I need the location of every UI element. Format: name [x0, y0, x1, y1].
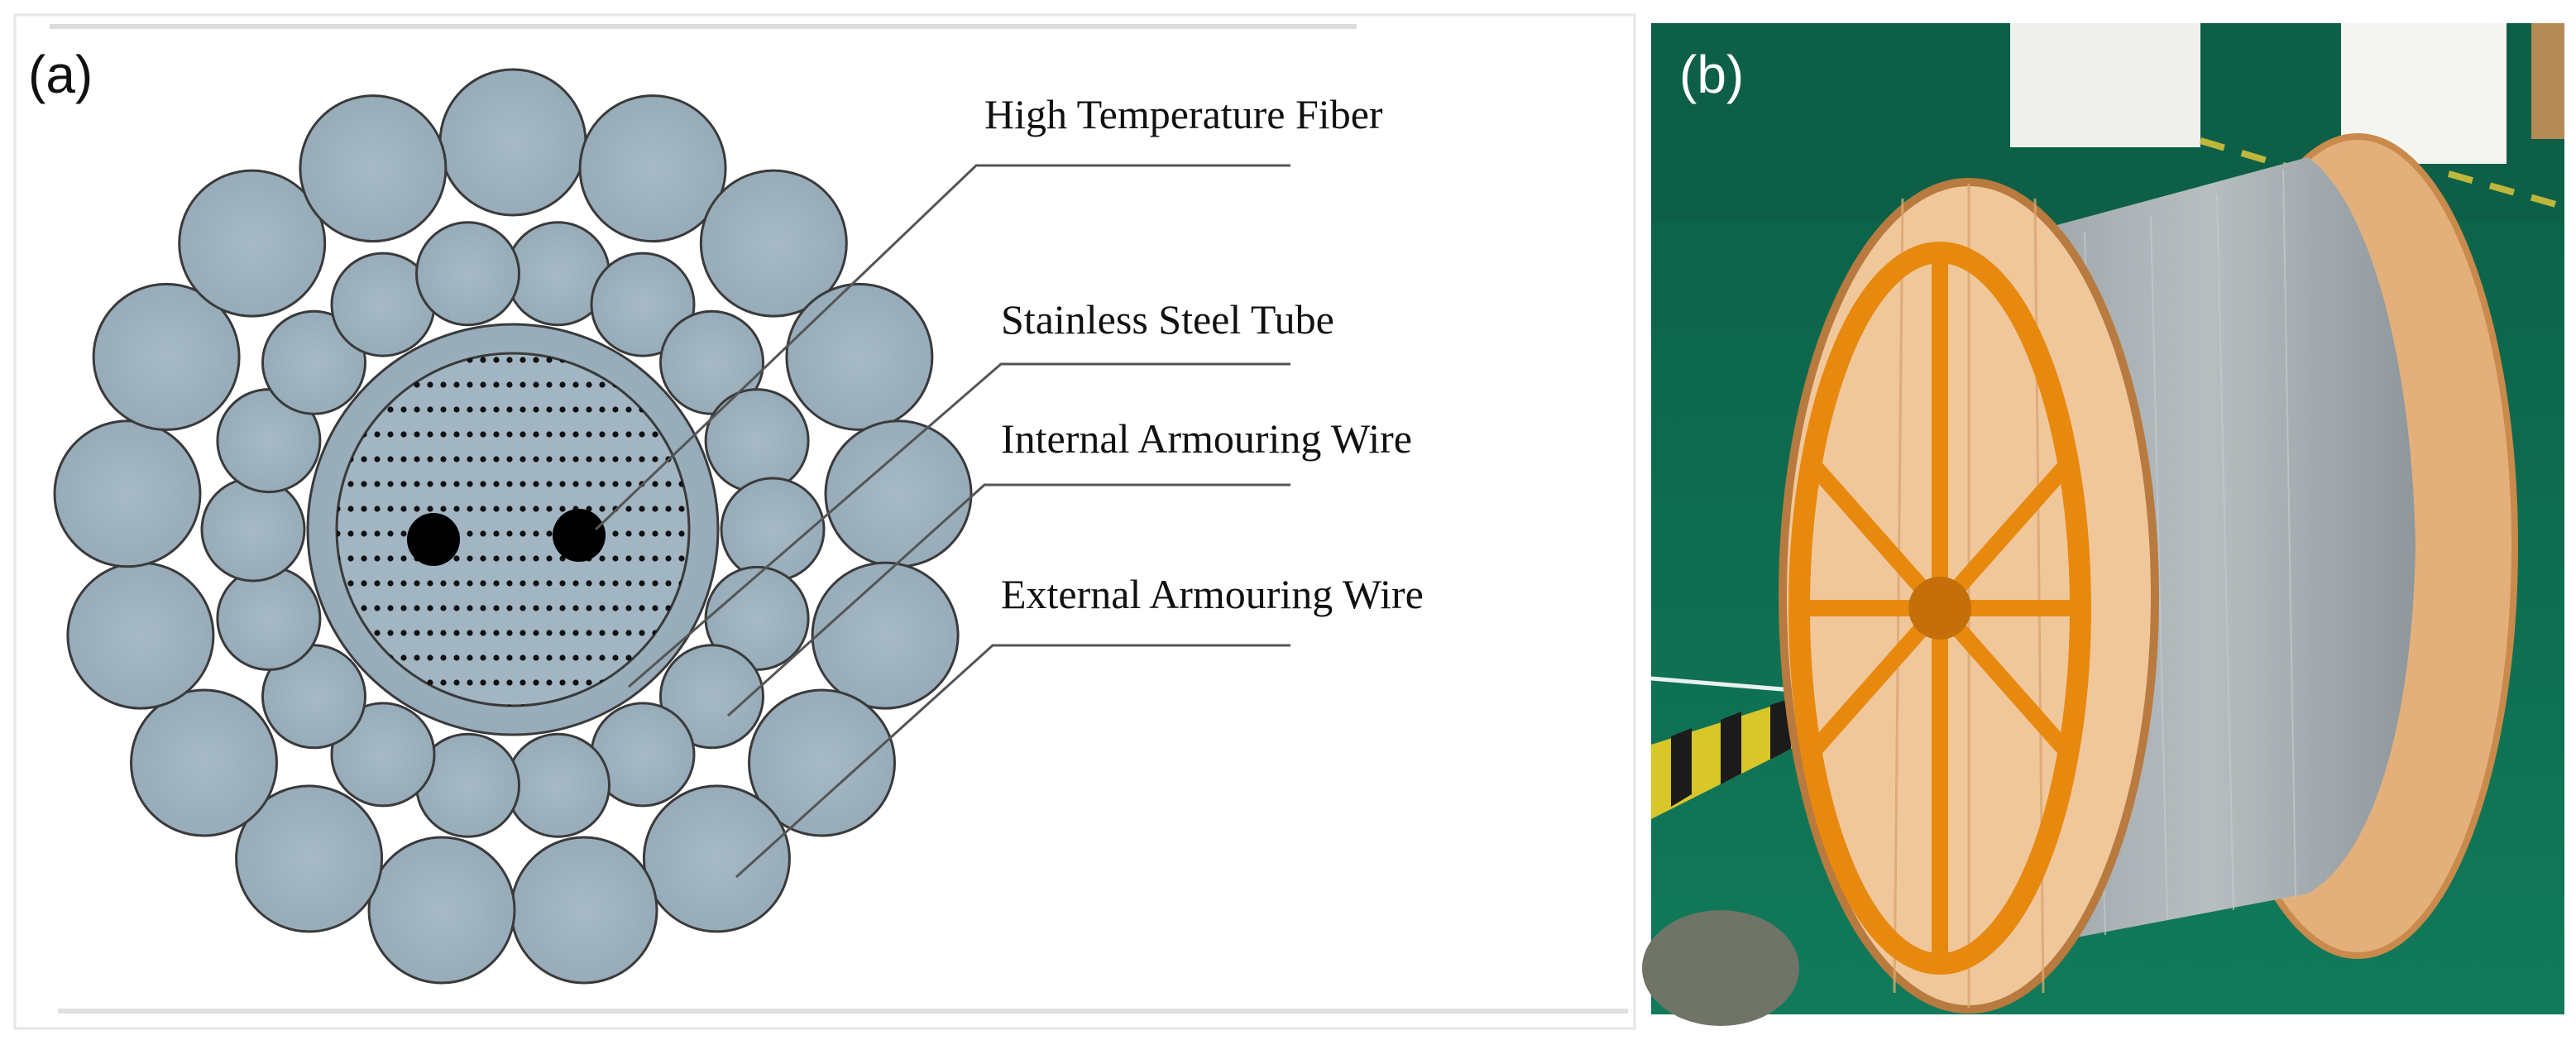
internal-armouring-wire-16: [261, 309, 366, 415]
fiber-left: [407, 513, 460, 566]
internal-armouring-wire-2: [590, 252, 696, 357]
internal-armouring-wire-9: [505, 732, 610, 838]
external-armouring-wire-15: [92, 282, 241, 431]
external-armouring-wire-8: [642, 784, 791, 933]
leader-internal: [726, 483, 1290, 717]
external-armouring-wire-12: [130, 688, 278, 837]
external-armouring-wire-9: [510, 836, 658, 985]
external-armouring-wire-3: [699, 169, 848, 318]
fiber-right: [553, 509, 606, 562]
leader-tube: [628, 362, 1290, 688]
external-armouring-wire-14: [53, 419, 202, 568]
callout-internal-armouring-wire: Internal Armouring Wire: [1001, 415, 1412, 462]
panel-a-cross-section: (a) High Temperature Fiber Stainless Ste…: [13, 13, 1636, 1030]
internal-armouring-wire-7: [659, 644, 764, 750]
internal-armouring-wire-18: [415, 221, 520, 327]
internal-armouring-wire-14: [200, 477, 306, 582]
leader-fiber: [594, 164, 1290, 531]
external-armouring-wire-7: [748, 688, 896, 837]
panel-b-label: (b): [1679, 45, 1744, 104]
external-armouring-wire-5: [824, 419, 973, 568]
panel-a-label: (a): [28, 45, 93, 104]
internal-armouring-wire-4: [704, 388, 810, 494]
external-armouring-wire-2: [578, 94, 727, 243]
callout-stainless-steel-tube: Stainless Steel Tube: [1001, 296, 1334, 343]
external-armouring-wire-17: [299, 94, 448, 243]
panel-b-photo-cable-reel: (b): [1642, 23, 2566, 1026]
external-armouring-wire-13: [66, 561, 215, 710]
callout-high-temperature-fiber: High Temperature Fiber: [984, 91, 1383, 137]
internal-armouring-wires: [200, 221, 826, 838]
filling-gel-dots: [337, 353, 689, 706]
external-armouring-wire-10: [367, 836, 516, 985]
reel-hub: [1908, 577, 1971, 640]
external-armouring-wires: [53, 68, 973, 985]
leader-external: [735, 644, 1290, 879]
external-armouring-wire-4: [785, 282, 934, 431]
external-armouring-wire-16: [178, 169, 327, 318]
internal-armouring-wire-11: [330, 702, 436, 808]
external-armouring-wire-11: [235, 784, 384, 933]
callout-external-armouring-wire: External Armouring Wire: [1001, 571, 1424, 617]
external-armouring-wire-6: [811, 561, 960, 710]
internal-armouring-wire-13: [216, 565, 322, 671]
pillar-left: [2010, 23, 2200, 147]
external-armouring-wire-1: [438, 68, 587, 217]
